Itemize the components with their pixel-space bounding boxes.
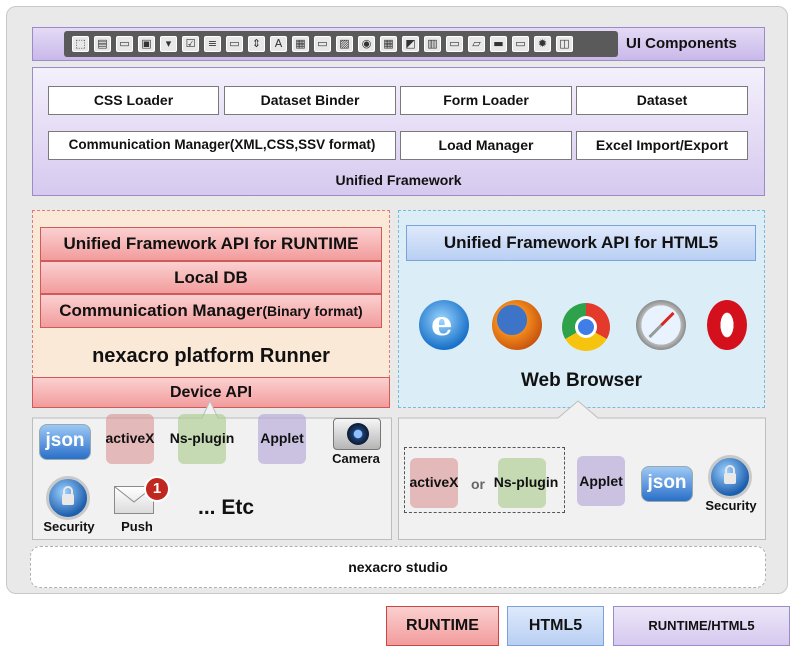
- html5-nsplugin-label: Ns-plugin: [493, 474, 559, 490]
- html5-nsplugin-puzzle-icon: [498, 458, 546, 508]
- opera-icon: [707, 300, 747, 350]
- static-icon: ▤: [94, 36, 111, 52]
- firefox-icon: [492, 300, 542, 350]
- html5-activex-label: activeX: [409, 474, 459, 490]
- excel-import-export-box: Excel Import/Export: [576, 131, 748, 160]
- nsplugin-label: Ns-plugin: [169, 430, 235, 446]
- textarea-icon: A: [270, 36, 287, 52]
- html5-json-icon: json: [641, 466, 693, 502]
- calendar-icon: ▦: [380, 36, 397, 52]
- push-badge: 1: [144, 476, 170, 502]
- nsplugin-puzzle-icon: [178, 414, 226, 464]
- tab-icon: ▭: [314, 36, 331, 52]
- edit-icon: ▭: [226, 36, 243, 52]
- form-loader-box: Form Loader: [400, 86, 572, 115]
- applet-label: Applet: [260, 430, 304, 446]
- legend-runtime-html5: RUNTIME/HTML5: [613, 606, 790, 646]
- checkbox-icon: ☑: [182, 36, 199, 52]
- table-icon: ▥: [424, 36, 441, 52]
- progressbar-icon: ▭: [512, 36, 529, 52]
- ie-icon: e: [419, 300, 469, 350]
- push-label: Push: [121, 519, 153, 534]
- or-label: or: [471, 476, 485, 492]
- div-icon: ⬚: [72, 36, 89, 52]
- applet-puzzle-icon: [258, 414, 306, 464]
- combo-icon: ▾: [160, 36, 177, 52]
- activex-puzzle-icon: [106, 414, 154, 464]
- local-db-box: Local DB: [40, 261, 382, 294]
- dataset-binder-box: Dataset Binder: [224, 86, 396, 115]
- json-icon: json: [39, 424, 91, 460]
- etc-label: ... Etc: [197, 496, 255, 519]
- safari-icon: [636, 300, 686, 350]
- button-icon: ▭: [116, 36, 133, 52]
- chrome-icon: [562, 303, 610, 351]
- camera-label: Camera: [332, 451, 380, 466]
- nexacro-studio-box: nexacro studio: [30, 546, 766, 588]
- menu-icon: ▭: [446, 36, 463, 52]
- svg-icon: ▬: [490, 36, 507, 52]
- device-api-box: Device API: [32, 377, 390, 408]
- comm-manager-format: (Binary format): [262, 303, 363, 319]
- ui-component-icon-strip: ⬚ ▤ ▭ ▣ ▾ ☑ ≡ ▭ ⇕ A ▦ ▭ ▨ ◉ ▦ ◩ ▥ ▭ ▱ ▬ …: [64, 31, 618, 57]
- groupbox-icon: ▣: [138, 36, 155, 52]
- load-manager-box: Load Manager: [400, 131, 572, 160]
- settings-icon: ✹: [534, 36, 551, 52]
- comm-manager-title: Communication Manager: [59, 301, 263, 320]
- html5-security-label: Security: [705, 498, 757, 513]
- runtime-comm-manager-box: Communication Manager(Binary format): [40, 294, 382, 328]
- html5-security-lock-icon: [708, 455, 752, 499]
- popup-icon: ▱: [468, 36, 485, 52]
- activex-label: activeX: [105, 430, 155, 446]
- communication-manager-box: Communication Manager(XML,CSS,SSV format…: [48, 131, 396, 160]
- security-label: Security: [43, 519, 95, 534]
- css-loader-box: CSS Loader: [48, 86, 219, 115]
- legend-html5: HTML5: [507, 606, 604, 646]
- radio-icon: ◉: [358, 36, 375, 52]
- grid-icon: ▦: [292, 36, 309, 52]
- chart-icon: ◩: [402, 36, 419, 52]
- push-envelope-icon: [114, 486, 154, 514]
- unified-framework-label: Unified Framework: [335, 172, 462, 188]
- html5-activex-puzzle-icon: [410, 458, 458, 508]
- security-lock-icon: [46, 476, 90, 520]
- list-icon: ≡: [204, 36, 221, 52]
- html5-api-box: Unified Framework API for HTML5: [406, 225, 756, 261]
- html5-applet-label: Applet: [579, 473, 623, 489]
- platform-runner-label: nexacro platform Runner: [92, 345, 330, 367]
- legend-runtime: RUNTIME: [386, 606, 499, 646]
- ui-components-label: UI Components: [626, 35, 737, 52]
- spin-icon: ⇕: [248, 36, 265, 52]
- dataset-box: Dataset: [576, 86, 748, 115]
- web-browser-label: Web Browser: [520, 370, 643, 391]
- database-icon: ◫: [556, 36, 573, 52]
- camera-icon: [333, 418, 381, 450]
- activex-or-nsplugin-group: [404, 447, 565, 513]
- html5-applet-puzzle-icon: [577, 456, 625, 506]
- runtime-api-box: Unified Framework API for RUNTIME: [40, 227, 382, 261]
- image-icon: ▨: [336, 36, 353, 52]
